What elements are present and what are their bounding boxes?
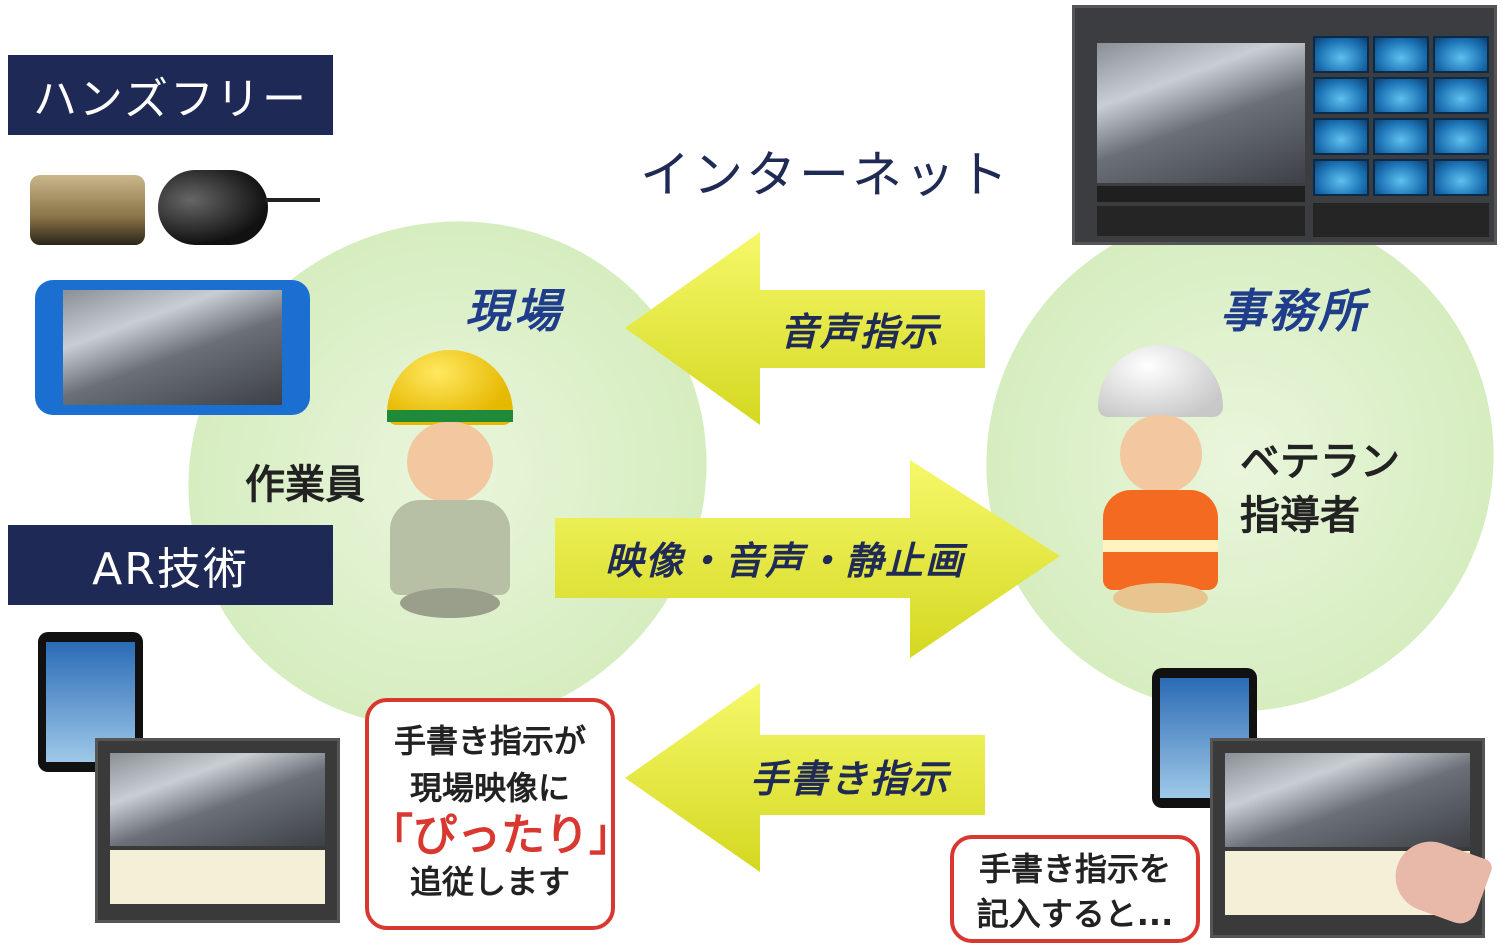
ar-monitor-left [95,738,340,923]
smartphone-icon [35,280,310,415]
veteran-label-line1: ベテラン [1240,439,1400,485]
worker-label: 作業員 [245,462,365,508]
follow-callout-emphasis: 「ぴったり」 [369,810,633,861]
white-helmet-icon [1098,345,1223,417]
voice-arrow [625,232,985,425]
veteran-label-line2: 指導者 [1240,493,1360,539]
handsfree-label: ハンズフリー [8,55,333,135]
follow-callout-line3: 追従します [409,863,570,901]
headset-camera-icon [158,170,268,245]
internet-title: インターネット [640,146,1011,204]
handwriting-arrow-label: 手書き指示 [749,756,950,801]
voice-arrow-label: 音声指示 [779,309,940,354]
video-arrow [555,460,1060,658]
handwriting-arrow [625,683,985,872]
follow-callout: 手書き指示が 現場映像に 「ぴったり」 追従します [365,698,633,930]
veteran-label: ベテラン 指導者 [1240,435,1400,543]
office-label: 事務所 [1220,284,1367,338]
enter-callout: 手書き指示を 記入すると... [950,835,1200,943]
ar-tech-label: AR技術 [8,525,333,605]
smartphone-screen [63,290,282,405]
site-label: 現場 [465,284,563,338]
follow-callout-line1: 手書き指示が [393,722,586,760]
enter-callout-line1: 手書き指示を [978,850,1171,888]
video-arrow-label: 映像・音声・静止画 [604,538,965,583]
follow-callout-line2: 現場映像に [409,769,570,807]
worker-figure [375,350,525,620]
handsfree-camera-icon [30,175,145,245]
enter-callout-line2: 記入すると... [976,895,1174,933]
monitoring-screen [1072,5,1497,245]
camera-tile-grid [1313,36,1489,196]
veteran-figure [1088,345,1233,615]
camera-cable [265,198,320,202]
main-video-view [1097,43,1305,183]
